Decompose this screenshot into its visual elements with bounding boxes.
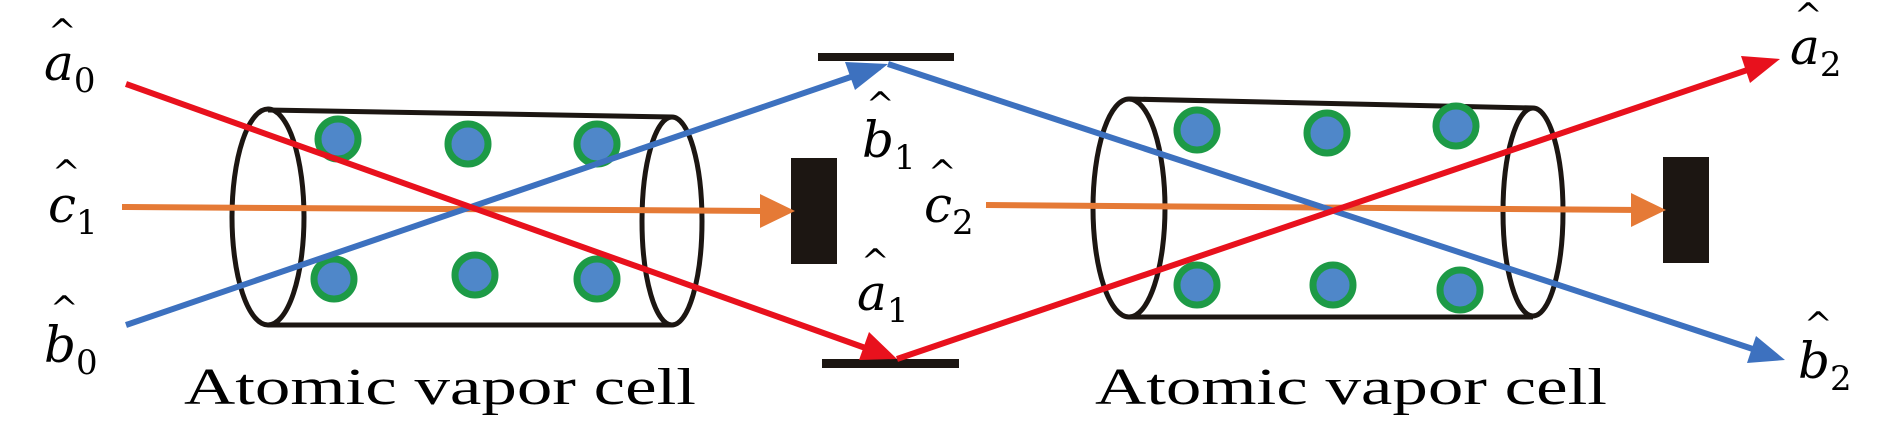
arrowhead-icon bbox=[1631, 193, 1666, 227]
beam-c2 bbox=[985, 193, 1666, 227]
atom-icon bbox=[1436, 266, 1484, 314]
arrowhead-icon bbox=[845, 62, 888, 90]
label-c2: c2 ^ bbox=[924, 153, 974, 243]
label-b2: b2 ^ bbox=[1798, 305, 1852, 399]
beam-b0-b1 bbox=[125, 62, 888, 328]
atom-icon bbox=[573, 255, 621, 303]
svg-text:a1: a1 bbox=[857, 264, 908, 331]
beam-a1-a2 bbox=[896, 56, 1780, 362]
beam-b1-b2 bbox=[887, 61, 1785, 363]
arrowhead-icon bbox=[1741, 56, 1780, 83]
atom-icon bbox=[1303, 109, 1351, 157]
svg-text:^: ^ bbox=[861, 242, 890, 282]
atom-icon bbox=[310, 255, 358, 303]
arrowhead-icon bbox=[1747, 336, 1785, 363]
atom-icon bbox=[451, 251, 499, 299]
caption-vapor-cell-2: Atomic vapor cell bbox=[1095, 359, 1607, 416]
beam-c1 bbox=[121, 194, 795, 228]
arrowhead-icon bbox=[859, 332, 897, 360]
label-a0: a0 ^ bbox=[44, 12, 95, 101]
svg-text:c1: c1 bbox=[48, 176, 98, 243]
svg-text:^: ^ bbox=[1804, 305, 1833, 345]
mirror-icon bbox=[818, 53, 954, 61]
svg-text:b2: b2 bbox=[1798, 332, 1852, 399]
label-c1: c1 ^ bbox=[48, 153, 98, 243]
label-b1: b1 ^ bbox=[862, 85, 916, 178]
svg-text:^: ^ bbox=[1794, 0, 1823, 36]
svg-text:c2: c2 bbox=[924, 176, 974, 243]
atom-icon bbox=[1173, 106, 1221, 154]
caption-vapor-cell-1: Atomic vapor cell bbox=[184, 359, 696, 416]
svg-text:^: ^ bbox=[52, 153, 81, 193]
mirror-icon bbox=[822, 359, 959, 368]
detector-icon bbox=[1663, 157, 1709, 263]
svg-text:b1: b1 bbox=[862, 111, 916, 178]
svg-text:b0: b0 bbox=[44, 316, 98, 383]
atom-icon bbox=[1432, 102, 1480, 150]
label-a2: a2 ^ bbox=[1790, 0, 1841, 85]
arrowhead-icon bbox=[760, 194, 795, 228]
atom-icon bbox=[1309, 261, 1357, 309]
label-b0: b0 ^ bbox=[44, 289, 98, 383]
atom-icon bbox=[444, 120, 492, 168]
svg-text:a2: a2 bbox=[1790, 18, 1841, 85]
svg-text:a0: a0 bbox=[44, 34, 95, 101]
svg-text:^: ^ bbox=[928, 153, 957, 193]
vapor-cell-2 bbox=[1090, 96, 1566, 320]
label-a1: a1 ^ bbox=[857, 242, 908, 331]
svg-text:^: ^ bbox=[48, 12, 77, 52]
detector-icon bbox=[791, 158, 837, 264]
vapor-cell-icon bbox=[229, 106, 705, 328]
svg-text:^: ^ bbox=[50, 289, 79, 329]
atom-group-2 bbox=[1173, 102, 1484, 314]
vapor-cell-1 bbox=[229, 106, 705, 328]
svg-text:^: ^ bbox=[866, 85, 895, 125]
atom-icon bbox=[1173, 261, 1221, 309]
beam-a0-a1 bbox=[124, 81, 897, 360]
